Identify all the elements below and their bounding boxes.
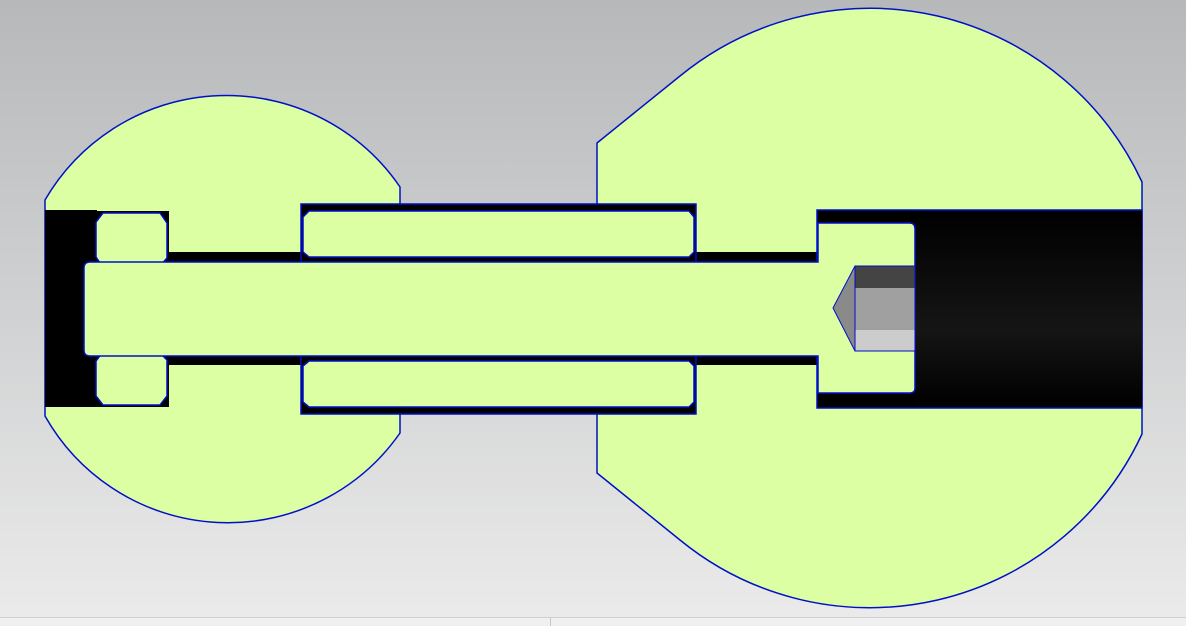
bolt-shaft[interactable] bbox=[83, 222, 916, 394]
insert-mid-face bbox=[855, 288, 915, 330]
sleeve-top[interactable] bbox=[302, 210, 695, 258]
nut-bottom[interactable] bbox=[95, 352, 168, 406]
insert-dark-face bbox=[855, 266, 915, 288]
status-bar bbox=[0, 617, 1186, 626]
sleeve-bottom[interactable] bbox=[302, 360, 695, 408]
insert-outline bbox=[854, 265, 916, 352]
insert-light-face bbox=[855, 330, 915, 351]
right-bore bbox=[915, 211, 1142, 407]
status-divider bbox=[550, 618, 551, 626]
nut-top[interactable] bbox=[95, 212, 168, 267]
